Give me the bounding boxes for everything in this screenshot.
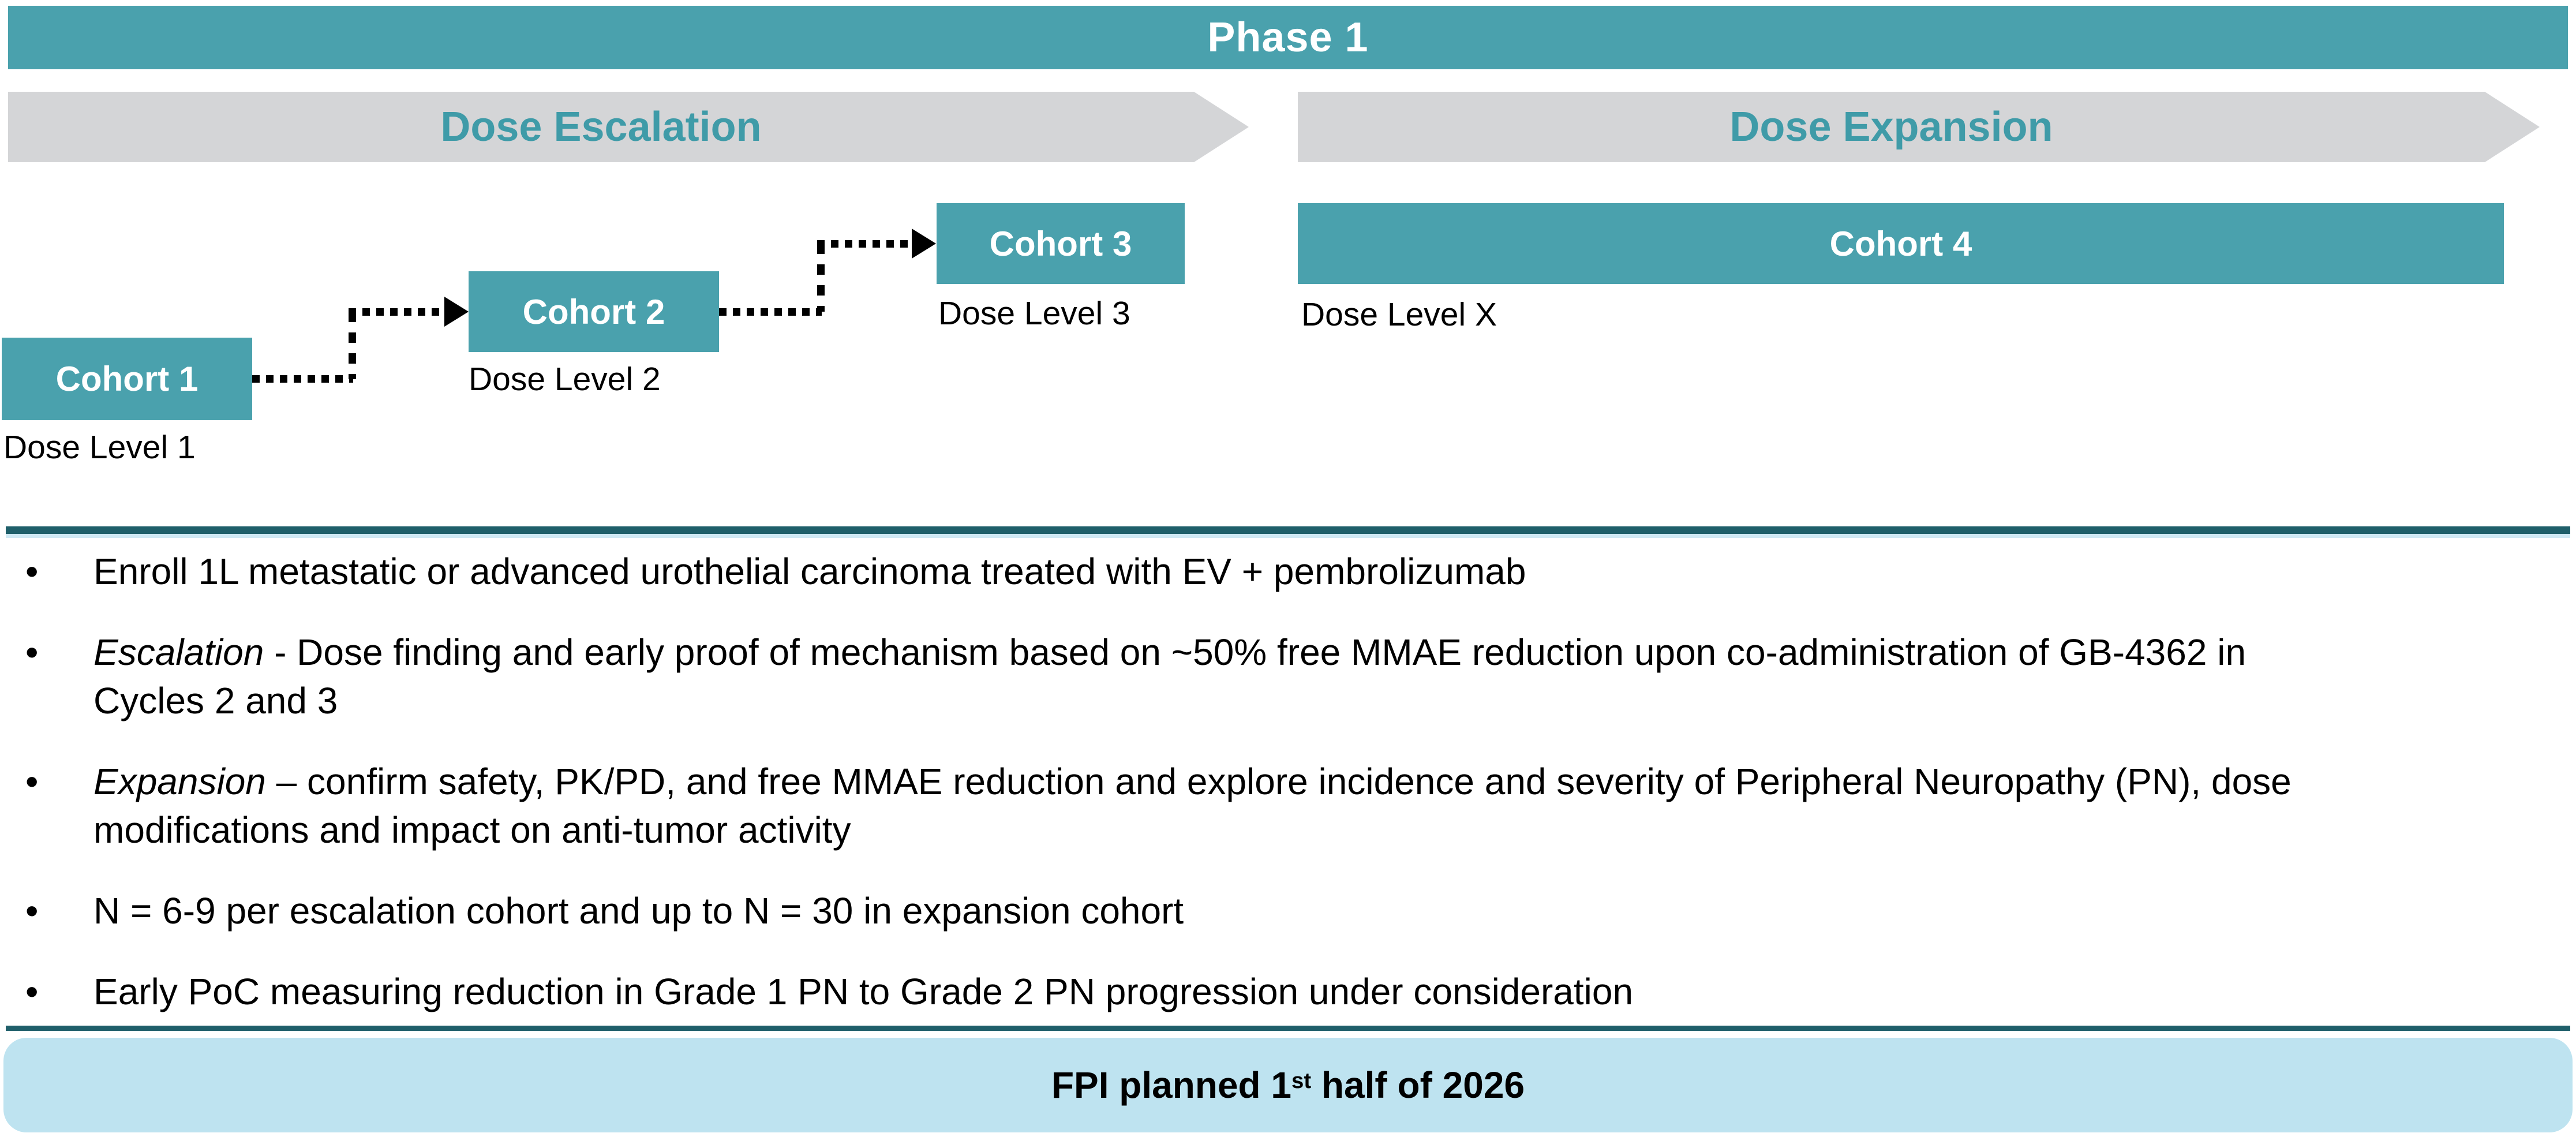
dose-level-1-label: Dose Level 1 <box>3 429 196 466</box>
stage-label-dose-escalation: Dose Escalation <box>440 104 762 150</box>
phase-banner-title: Phase 1 <box>1207 14 1369 61</box>
cohort-1-box: Cohort 1 <box>2 338 252 420</box>
bullet-marker: • <box>25 761 39 802</box>
dose-level-x-label: Dose Level X <box>1301 296 1497 333</box>
bullet-text: Early PoC measuring reduction in Grade 1… <box>93 971 1634 1012</box>
bullet-text: – confirm safety, PK/PD, and free MMAE r… <box>265 761 2292 802</box>
cohort-2-box: Cohort 2 <box>469 271 719 352</box>
bullet-list: • Enroll 1L metastatic or advanced uroth… <box>0 547 2576 1048</box>
bullet-marker: • <box>25 551 39 592</box>
stage-chevron-dose-expansion: Dose Expansion <box>1298 92 2540 162</box>
bullet-marker: • <box>25 890 39 932</box>
arrow-cohort1-to-cohort2-segment-upper <box>349 308 448 316</box>
bullet-item-early-poc: • Early PoC measuring reduction in Grade… <box>0 967 2576 1016</box>
arrow-cohort2-to-cohort3-segment-vertical <box>817 244 825 312</box>
arrow-cohort1-to-cohort2-segment-lower <box>252 375 353 383</box>
arrow-cohort2-to-cohort3-segment-lower <box>719 308 822 316</box>
arrowhead-right-icon <box>912 229 936 259</box>
arrow-cohort2-to-cohort3-segment-upper <box>817 240 914 248</box>
fpi-banner: FPI planned 1st half of 2026 <box>3 1038 2573 1132</box>
cohort-1-label: Cohort 1 <box>55 360 199 398</box>
stage-chevron-dose-escalation: Dose Escalation <box>8 92 1249 162</box>
dose-level-3-label: Dose Level 3 <box>938 295 1130 332</box>
arrow-cohort1-to-cohort2-segment-vertical <box>349 312 356 379</box>
bullet-item-expansion: • Expansion – confirm safety, PK/PD, and… <box>0 757 2576 854</box>
stage-label-dose-expansion: Dose Expansion <box>1729 104 2053 150</box>
cohort-2-label: Cohort 2 <box>522 292 665 331</box>
bullet-item-escalation: • Escalation - Dose finding and early pr… <box>0 628 2576 725</box>
divider-bottom <box>6 1026 2570 1031</box>
divider-top <box>6 526 2570 534</box>
bullet-item-enrollment: • Enroll 1L metastatic or advanced uroth… <box>0 547 2576 596</box>
dose-level-2-label: Dose Level 2 <box>469 361 661 398</box>
cohort-3-label: Cohort 3 <box>989 224 1132 263</box>
bullet-text: Enroll 1L metastatic or advanced urothel… <box>93 551 1526 592</box>
bullet-text: N = 6-9 per escalation cohort and up to … <box>93 890 1184 932</box>
phase-banner: Phase 1 <box>8 6 2568 69</box>
bullet-item-sample-size: • N = 6-9 per escalation cohort and up t… <box>0 887 2576 935</box>
bullet-lead-italic: Expansion <box>93 761 266 802</box>
bullet-text: - Dose finding and early proof of mechan… <box>264 631 2246 673</box>
ordinal-superscript: st <box>1291 1068 1312 1093</box>
fpi-banner-text: FPI planned 1st half of 2026 <box>1051 1064 1525 1106</box>
bullet-text-line2: modifications and impact on anti-tumor a… <box>93 809 851 851</box>
bullet-text-line2: Cycles 2 and 3 <box>93 680 338 721</box>
cohort-3-box: Cohort 3 <box>937 203 1185 284</box>
arrowhead-right-icon <box>444 297 469 327</box>
cohort-4-label: Cohort 4 <box>1829 224 1972 263</box>
bullet-lead-italic: Escalation <box>93 631 264 673</box>
bullet-marker: • <box>25 971 39 1012</box>
bullet-marker: • <box>25 631 39 673</box>
cohort-4-box: Cohort 4 <box>1298 203 2504 284</box>
